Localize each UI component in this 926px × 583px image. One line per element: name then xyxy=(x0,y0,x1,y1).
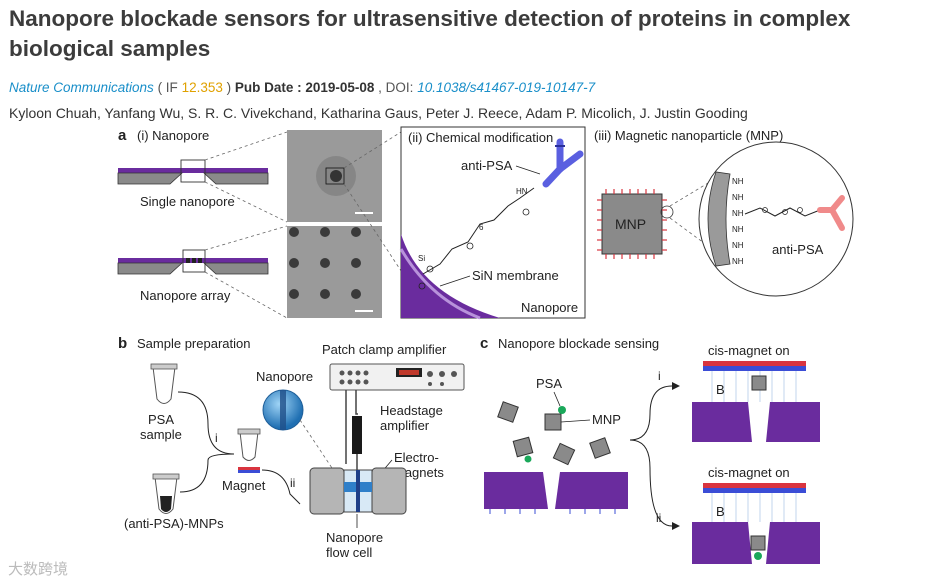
headstage-amplifier xyxy=(352,416,362,454)
flow-cell-line2: flow cell xyxy=(326,545,372,560)
doi-link[interactable]: 10.1038/s41467-019-10147-7 xyxy=(417,80,596,95)
panel-c-heading: Nanopore blockade sensing xyxy=(498,336,659,351)
anti-psa-antibody xyxy=(542,138,584,188)
membrane-right xyxy=(555,472,628,509)
svg-text:NH: NH xyxy=(732,225,744,234)
b-field-label-i: B xyxy=(716,382,725,397)
panel-a-nanopore: a (i) Nanopore Single nanopore Nanopore … xyxy=(117,127,433,319)
article-title: Nanopore blockade sensors for ultrasensi… xyxy=(9,6,851,61)
patch-clamp-label: Patch clamp amplifier xyxy=(322,342,447,357)
mnp-anti-psa-antibody xyxy=(817,195,845,231)
mnp-c-label: MNP xyxy=(592,412,621,427)
svg-text:NH: NH xyxy=(732,177,744,186)
electromagnet-left xyxy=(309,467,345,515)
electromagnets-line2: magnets xyxy=(394,465,444,480)
mnp-zoom-circle xyxy=(698,141,854,297)
nanopore-corner-label: Nanopore xyxy=(521,300,578,315)
pub-date: Pub Date : 2019-05-08 xyxy=(234,80,375,95)
cis-magnet-on-ii: cis-magnet on xyxy=(708,465,790,480)
hn-label: HN xyxy=(516,187,528,196)
headstage-line1: Headstage xyxy=(380,403,443,418)
panel-a-chemical-modification: (ii) Chemical modification anti-PSA HN 6… xyxy=(399,126,586,320)
anti-psa-label: anti-PSA xyxy=(461,158,513,173)
figure: a (i) Nanopore Single nanopore Nanopore … xyxy=(117,126,854,564)
nanopore-array-label: Nanopore array xyxy=(140,288,231,303)
article-meta: Nature Communications ( IF 12.353 ) Pub … xyxy=(9,79,595,97)
nanopore-b-label: Nanopore xyxy=(256,369,313,384)
panel-a-mnp: (iii) Magnetic nanoparticle (MNP) MNP NH… xyxy=(594,128,854,297)
step-ii-label: ii xyxy=(290,476,295,490)
psa-sample-line2: sample xyxy=(140,427,182,442)
single-nanopore-label: Single nanopore xyxy=(140,194,235,209)
panel-a-sub-i: (i) Nanopore xyxy=(137,128,209,143)
svg-text:NH: NH xyxy=(732,209,744,218)
panel-c-blockade-sensing: c Nanopore blockade sensing PSA MNP i i xyxy=(480,335,820,564)
chain-n-label: 6 xyxy=(479,223,484,232)
impact-factor: 12.353 xyxy=(181,80,223,95)
watermark: 大数跨境 xyxy=(8,561,69,578)
authors: Kyloon Chuah, Yanfang Wu, S. R. C. Vivek… xyxy=(9,105,748,121)
psa-sample-line1: PSA xyxy=(148,412,174,427)
step-c-i-label: i xyxy=(658,369,661,383)
svg-text:NH: NH xyxy=(732,241,744,250)
panel-a-letter: a xyxy=(118,127,127,144)
panel-b-sample-preparation: b Sample preparation PSA sample (anti-PS… xyxy=(118,335,465,560)
magnet-label: Magnet xyxy=(222,478,266,493)
journal-link[interactable]: Nature Communications xyxy=(9,80,154,95)
si-label: Si xyxy=(418,254,425,263)
step-i-label: i xyxy=(215,431,218,445)
panel-a-sub-iii: (iii) Magnetic nanoparticle (MNP) xyxy=(594,128,783,143)
mnps-label: (anti-PSA)-MNPs xyxy=(124,516,224,531)
flow-cell-line1: Nanopore xyxy=(326,530,383,545)
mnp-anti-psa-label: anti-PSA xyxy=(772,242,824,257)
step-c-ii-label: ii xyxy=(656,511,661,525)
cis-magnet-on-i: cis-magnet on xyxy=(708,343,790,358)
if-open: ( IF xyxy=(153,80,182,95)
panel-a-sub-ii: (ii) Chemical modification xyxy=(408,130,553,145)
panel-b-letter: b xyxy=(118,335,127,352)
headstage-line2: amplifier xyxy=(380,418,430,433)
if-close: ) xyxy=(222,80,235,95)
panel-c-letter: c xyxy=(480,335,488,352)
mnp-label: MNP xyxy=(615,216,646,232)
mnp-particle xyxy=(601,193,663,255)
svg-text:NH: NH xyxy=(732,193,744,202)
membrane-left xyxy=(484,472,548,509)
electromagnet-right xyxy=(371,467,407,515)
svg-text:NH: NH xyxy=(732,257,744,266)
doi-separator: , DOI: xyxy=(374,80,418,95)
b-field-label-ii: B xyxy=(716,504,725,519)
sin-membrane-label: SiN membrane xyxy=(472,268,559,283)
electromagnets-line1: Electro- xyxy=(394,450,439,465)
panel-b-heading: Sample preparation xyxy=(137,336,250,351)
psa-label: PSA xyxy=(536,376,562,391)
